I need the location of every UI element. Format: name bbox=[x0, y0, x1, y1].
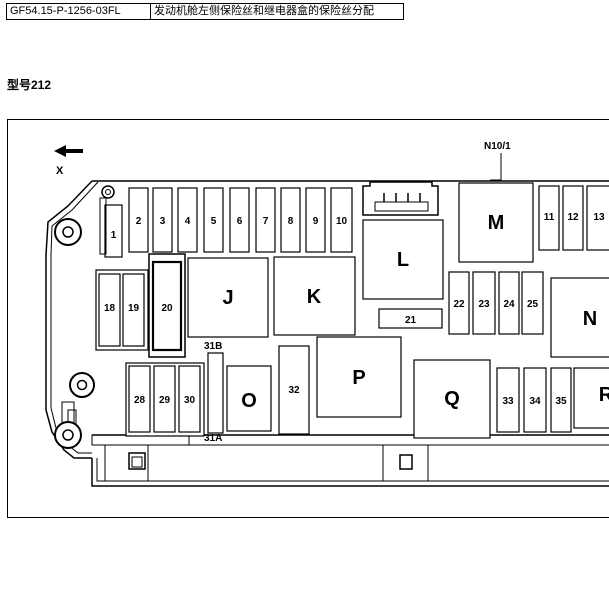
fuse-2-label: 2 bbox=[136, 216, 142, 227]
fuse-28-label: 28 bbox=[134, 395, 146, 406]
relay-N: N bbox=[550, 277, 609, 358]
fuse-3: 3 bbox=[152, 187, 173, 253]
fuse-31a-label: 31A bbox=[204, 433, 222, 444]
fuse-3-label: 3 bbox=[160, 216, 166, 227]
fuse-18-label: 18 bbox=[104, 303, 116, 314]
mounting-hole-middle bbox=[69, 372, 95, 398]
small-hole-top bbox=[101, 185, 115, 199]
relay-K-label: K bbox=[307, 286, 322, 308]
fuse-24: 24 bbox=[498, 271, 520, 335]
fuse-21-label: 21 bbox=[405, 315, 417, 326]
fuse-25: 25 bbox=[521, 271, 544, 335]
direction-label: X bbox=[56, 165, 64, 177]
relay-Q-label: Q bbox=[444, 388, 460, 410]
fuse-35: 35 bbox=[550, 367, 572, 433]
fuse-box-diagram: X N10/1 bbox=[7, 119, 609, 518]
fuse-23: 23 bbox=[472, 271, 496, 335]
fuse-9: 9 bbox=[305, 187, 326, 253]
relay-J-label: J bbox=[222, 287, 233, 309]
bottom-latch-right bbox=[399, 454, 413, 470]
fuse-29: 29 bbox=[153, 365, 176, 433]
fuse-33: 33 bbox=[496, 367, 520, 433]
fuse-34-label: 34 bbox=[529, 396, 541, 407]
fuse-20: 20 bbox=[148, 253, 186, 358]
fuse-30: 30 bbox=[178, 365, 201, 433]
fuse-28: 28 bbox=[128, 365, 151, 433]
fuse-24-label: 24 bbox=[503, 299, 515, 310]
fuse-4-label: 4 bbox=[185, 216, 191, 227]
relay-Q: Q bbox=[413, 359, 491, 439]
fuse-18: 18 bbox=[98, 273, 121, 347]
relay-L: L bbox=[362, 219, 444, 300]
fuse-25-label: 25 bbox=[527, 299, 539, 310]
fuse-31b-label: 31B bbox=[204, 341, 222, 352]
fuse-7: 7 bbox=[255, 187, 276, 253]
fuse-32-label: 32 bbox=[288, 385, 300, 396]
connector-plug-icon bbox=[362, 181, 439, 216]
fuse-30-label: 30 bbox=[184, 395, 196, 406]
fuse-22-label: 22 bbox=[453, 299, 465, 310]
fuse-35-label: 35 bbox=[555, 396, 567, 407]
relay-L-label: L bbox=[397, 249, 409, 271]
fuse-12: 12 bbox=[562, 185, 584, 251]
fuse-34: 34 bbox=[523, 367, 547, 433]
fuse-13: 13 bbox=[586, 185, 609, 251]
fuse-23-label: 23 bbox=[478, 299, 490, 310]
fuse-32: 32 bbox=[278, 345, 310, 435]
fuse-5-label: 5 bbox=[211, 216, 217, 227]
fuse-6-label: 6 bbox=[237, 216, 243, 227]
fuse-31: 31B 31A bbox=[204, 341, 224, 444]
fuse-12-label: 12 bbox=[567, 212, 579, 223]
direction-arrow-icon bbox=[54, 145, 83, 157]
fuse-33-label: 33 bbox=[502, 396, 514, 407]
bottom-latch-left bbox=[128, 452, 146, 470]
fuse-22: 22 bbox=[448, 271, 470, 335]
document-code: GF54.15-P-1256-03FL bbox=[7, 4, 151, 19]
relay-M-label: M bbox=[488, 212, 505, 234]
fuse-7-label: 7 bbox=[263, 216, 269, 227]
document-description: 发动机舱左侧保险丝和继电器盒的保险丝分配 bbox=[154, 5, 374, 17]
fuse-11-label: 11 bbox=[544, 212, 555, 223]
fuse-6: 6 bbox=[229, 187, 250, 253]
relay-O-label: O bbox=[241, 390, 257, 412]
mounting-hole-bottom bbox=[54, 421, 82, 449]
relay-R-label: R bbox=[599, 384, 609, 406]
module-label: N10/1 bbox=[484, 141, 511, 152]
fuse-19: 19 bbox=[122, 273, 145, 347]
relay-P: P bbox=[316, 336, 402, 418]
relay-K: K bbox=[273, 256, 356, 336]
fuse-box-svg: X N10/1 bbox=[45, 141, 609, 487]
fuse-11: 11 bbox=[538, 185, 560, 251]
fuse-8-label: 8 bbox=[288, 216, 294, 227]
fuse-1: 1 bbox=[99, 197, 123, 258]
relay-M: M bbox=[458, 182, 534, 263]
model-label: 型号212 bbox=[7, 78, 52, 92]
fuse-10: 10 bbox=[330, 187, 353, 253]
module-leader-line bbox=[490, 153, 502, 181]
fuse-21: 21 bbox=[378, 308, 443, 329]
fuse-8: 8 bbox=[280, 187, 301, 253]
fuse-5: 5 bbox=[203, 187, 224, 253]
relay-J: J bbox=[187, 257, 269, 338]
relay-R: R bbox=[573, 367, 609, 429]
relay-P-label: P bbox=[352, 367, 365, 389]
fuse-2: 2 bbox=[128, 187, 149, 253]
fuse-13-label: 13 bbox=[593, 212, 605, 223]
fuse-10-label: 10 bbox=[336, 216, 348, 227]
mounting-hole-top bbox=[54, 218, 82, 246]
fuse-29-label: 29 bbox=[159, 395, 171, 406]
document-header-table: GF54.15-P-1256-03FL 发动机舱左侧保险丝和继电器盒的保险丝分配 bbox=[6, 3, 404, 20]
fuse-19-label: 19 bbox=[128, 303, 140, 314]
fuse-4: 4 bbox=[177, 187, 198, 253]
relay-O: O bbox=[226, 365, 272, 432]
relay-N-label: N bbox=[583, 308, 597, 330]
fuse-1-label: 1 bbox=[111, 230, 117, 241]
fuse-9-label: 9 bbox=[313, 216, 319, 227]
fuse-20-label: 20 bbox=[161, 303, 173, 314]
